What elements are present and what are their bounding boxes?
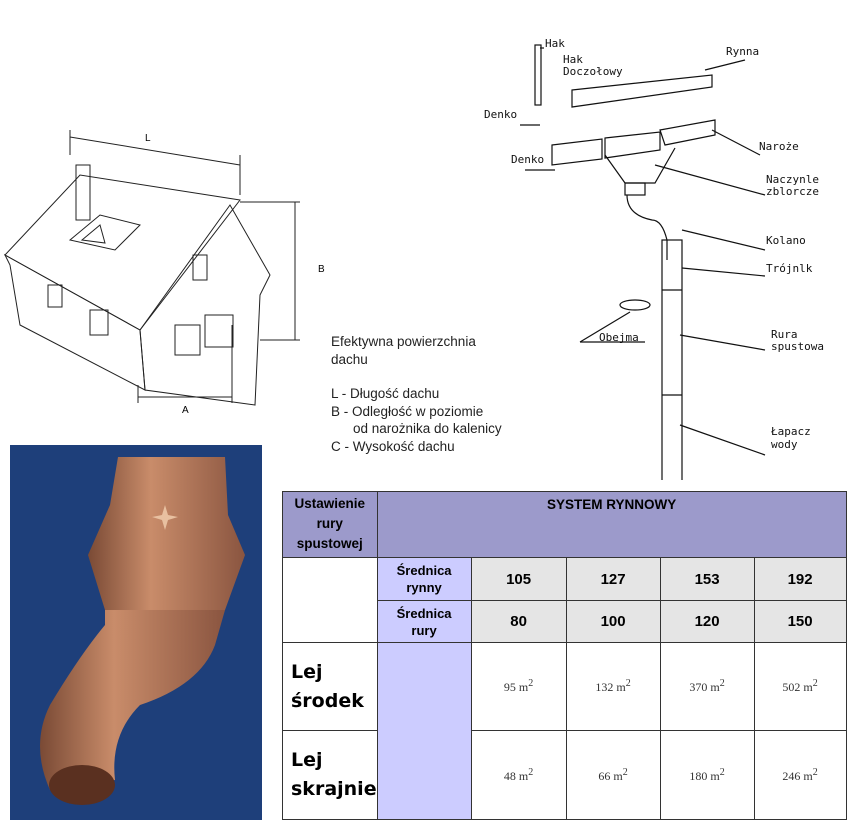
dim-b-label: B [318,264,325,275]
gutter-capacity-table: Ustawienie rury spustowej SYSTEM RYNNOWY… [282,491,847,820]
label-obejma: Obejma [599,331,639,344]
label-kolano: Kolano [766,234,806,247]
label-naczynie-2: zblorcze [766,185,819,198]
gutter-system-diagram [520,44,766,480]
label-line: Lej [291,749,323,771]
area-value: 502 m2 [753,642,847,731]
area-value: 95 m2 [470,642,567,731]
area-number: 66 m [598,768,623,783]
area-number: 502 m [782,680,813,694]
area-number: 370 m [689,680,720,694]
label-trojnik: Trójnlk [766,262,813,275]
label-rynna: Rynna [726,45,760,58]
area-unit-sup: 2 [622,766,628,778]
area-number: 180 m [689,768,720,783]
corner-header: Ustawienie rury spustowej [282,491,378,558]
pipe-diameter-value: 150 [753,600,847,643]
label-lapacz-1: Łapacz [771,425,811,438]
pipe-diameter-value: 80 [470,600,567,643]
area-unit-sup: 2 [528,678,534,689]
area-value: 48 m2 [470,730,567,820]
area-unit-sup: 2 [528,766,534,778]
label-denko-top: Denko [484,108,518,121]
area-value: 370 m2 [659,642,755,731]
area-number: 246 m [782,768,813,783]
row-label-center: Lej środek [282,642,378,731]
gutter-diameter-label: Średnica rynny [376,557,472,601]
area-number: 95 m [503,680,529,694]
label-line: rury [411,622,437,638]
pipe-diameter-value: 120 [659,600,755,643]
legend-item-l: L - Długość dachu [331,386,440,401]
area-value: 246 m2 [753,730,847,820]
legend-item-b-cont: od narożnika do kalenicy [353,421,502,436]
house-roof-diagram [3,130,300,406]
label-line: rynny [406,580,442,595]
area-unit-sup: 2 [719,678,725,689]
label-naroze: Naroże [759,140,799,153]
spacer-cell [376,642,472,820]
label-line: środek [291,689,364,712]
row-label-edge: Lej skrajnie [282,730,378,820]
label-hak-doczolowy-1: Hak [563,53,583,66]
copper-funnel-photo [10,445,262,820]
area-value: 66 m2 [565,730,661,820]
label-hak: Hak [545,37,565,50]
label-denko: Denko [511,153,545,166]
dim-a-label: A [182,405,189,416]
area-unit-sup: 2 [625,678,631,689]
gutter-diameter-value: 105 [470,557,567,601]
area-number: 48 m [503,768,529,783]
label-line: Lej [291,660,323,683]
label-line: skrajnie [291,778,377,800]
corner-header-line: rury [316,516,343,531]
gutter-diameter-value: 127 [565,557,661,601]
dim-l-label: L [145,133,151,144]
label-rura-1: Rura [771,328,798,341]
area-unit-sup: 2 [719,766,725,778]
corner-header-line: Ustawienie [294,496,366,511]
label-line: Średnica [396,563,452,578]
label-line: Średnica [396,605,452,621]
empty-cell [282,557,378,643]
gutter-diameter-value: 192 [753,557,847,601]
legend-item-b: B - Odległość w poziomie [331,403,484,419]
label-naczynie-1: Naczynle [766,173,819,186]
area-number: 132 m [595,680,626,694]
area-value: 180 m2 [659,730,755,820]
system-header: SYSTEM RYNNOWY [376,491,847,558]
area-unit-sup: 2 [812,766,818,778]
gutter-diameter-value: 153 [659,557,755,601]
pipe-diameter-value: 100 [565,600,661,643]
area-value: 132 m2 [565,642,661,731]
corner-header-line: spustowej [296,536,363,551]
label-lapacz-2: wody [771,438,798,451]
legend-title: Efektywna powierzchnia dachu [331,334,476,367]
label-hak-doczolowy-2: Doczołowy [563,65,623,78]
label-rura-2: spustowa [771,340,824,353]
roof-legend: Efektywna powierzchnia dachu L - Długość… [331,333,502,455]
area-unit-sup: 2 [812,678,818,689]
legend-item-c: C - Wysokość dachu [331,438,455,454]
